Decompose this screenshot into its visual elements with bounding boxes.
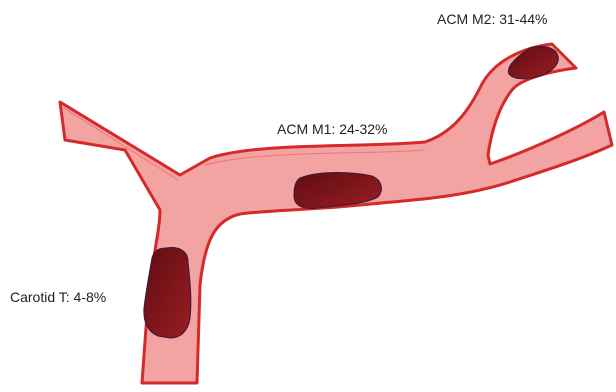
vessel-tree xyxy=(60,44,612,383)
clot-carotid-t xyxy=(144,248,191,338)
label-carotid-t: Carotid T: 4-8% xyxy=(10,290,106,304)
label-acm-m2: ACM M2: 31-44% xyxy=(437,12,547,26)
label-acm-m1: ACM M1: 24-32% xyxy=(277,122,387,136)
